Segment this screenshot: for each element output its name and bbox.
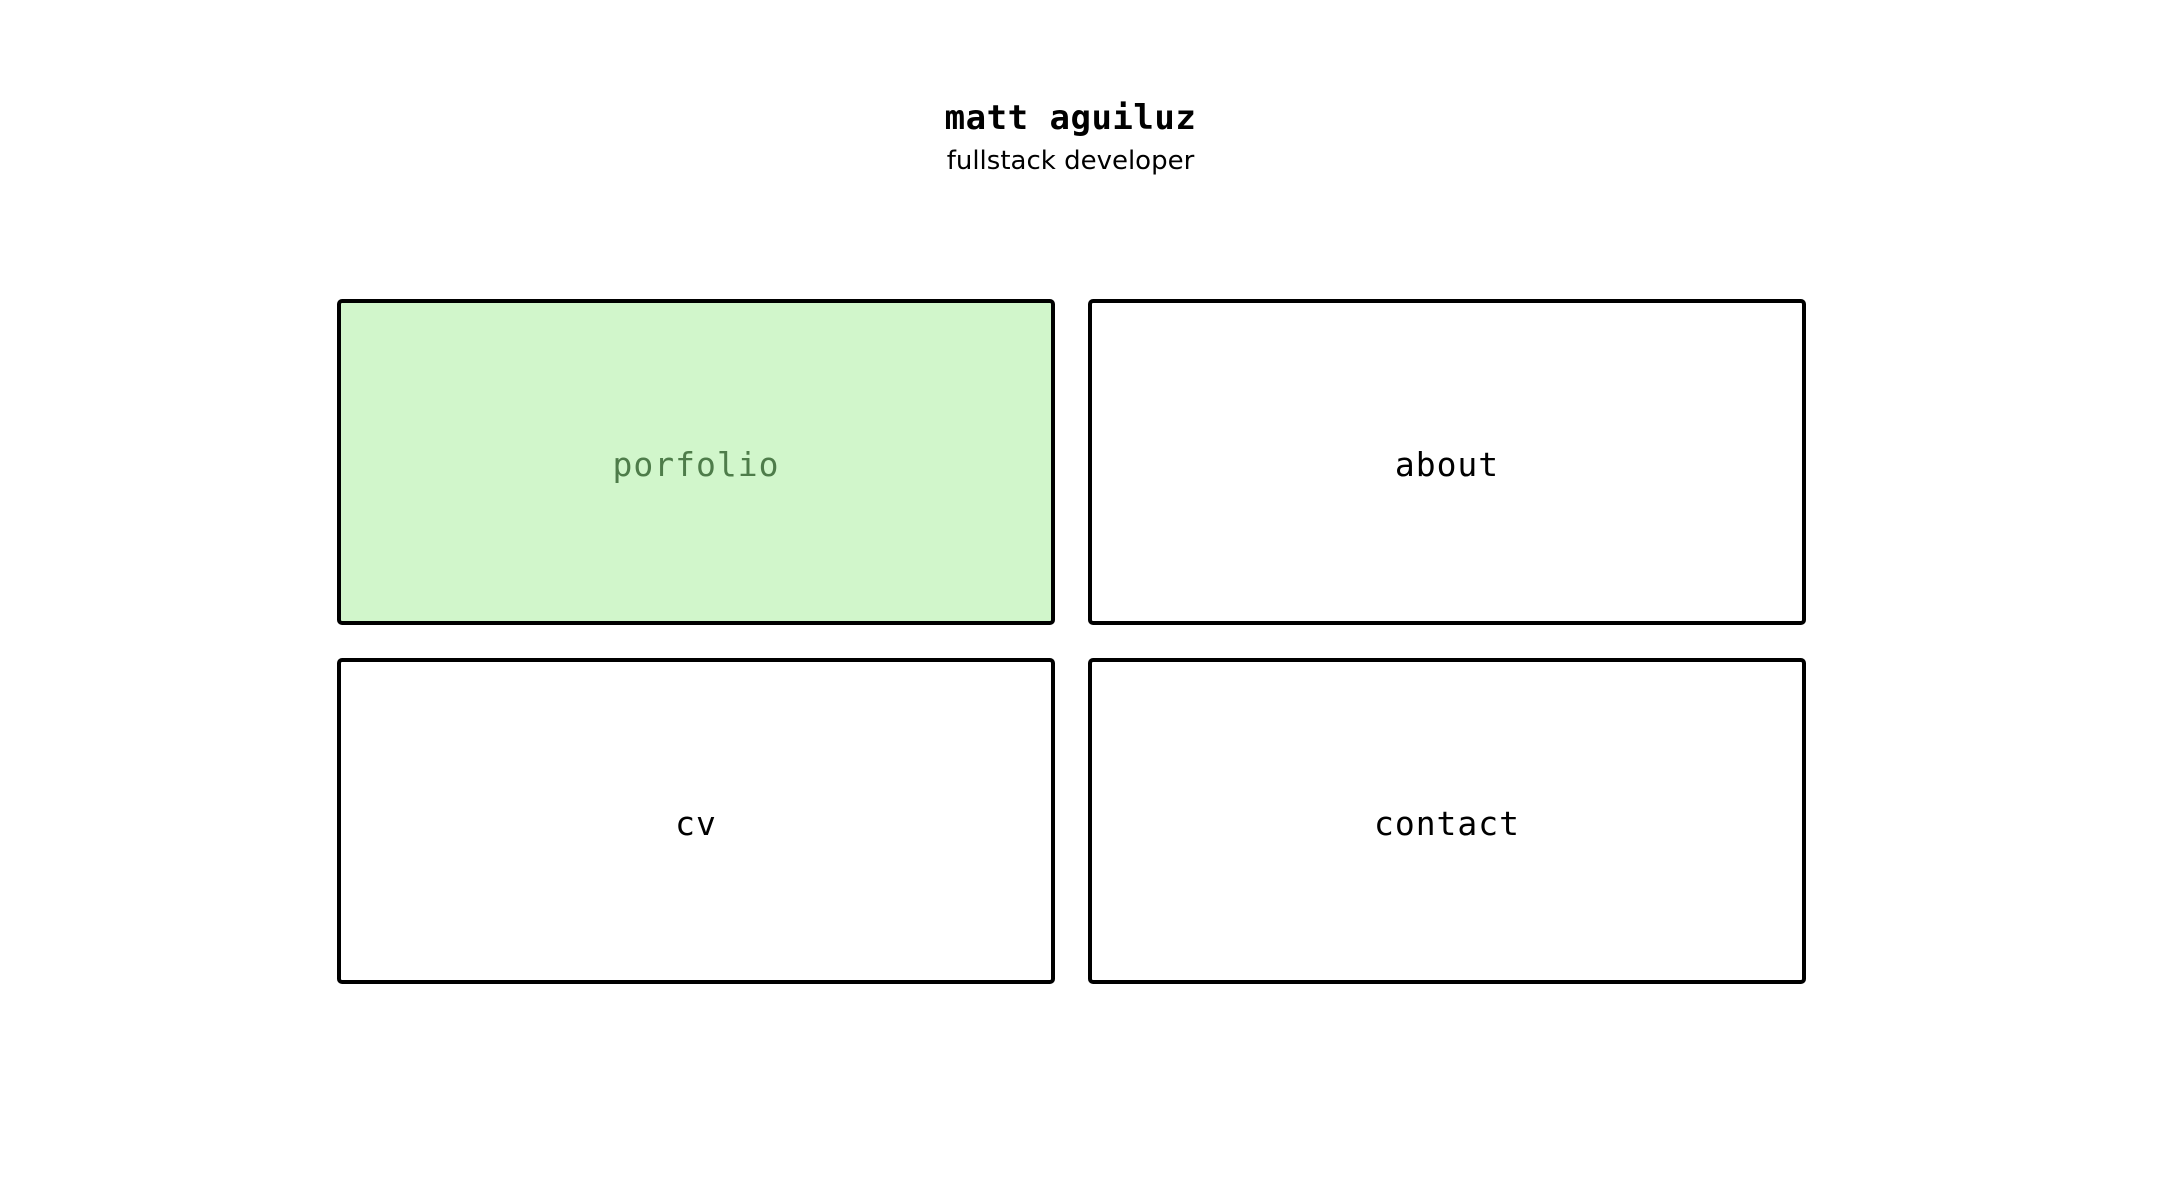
nav-card-contact[interactable]: contact (1088, 658, 1806, 984)
nav-card-label: about (1394, 444, 1500, 484)
nav-grid: porfolio about cv contact (337, 299, 1808, 984)
site-title: matt aguiluz (944, 98, 1197, 138)
nav-card-label: cv (675, 803, 717, 843)
nav-card-label: porfolio (612, 444, 780, 484)
nav-card-label: contact (1373, 803, 1521, 843)
nav-card-about[interactable]: about (1088, 299, 1806, 625)
site-subtitle: fullstack developer (946, 146, 1195, 176)
site-header: matt aguiluz fullstack developer (0, 96, 2141, 178)
nav-card-cv[interactable]: cv (337, 658, 1055, 984)
nav-card-portfolio[interactable]: porfolio (337, 299, 1055, 625)
